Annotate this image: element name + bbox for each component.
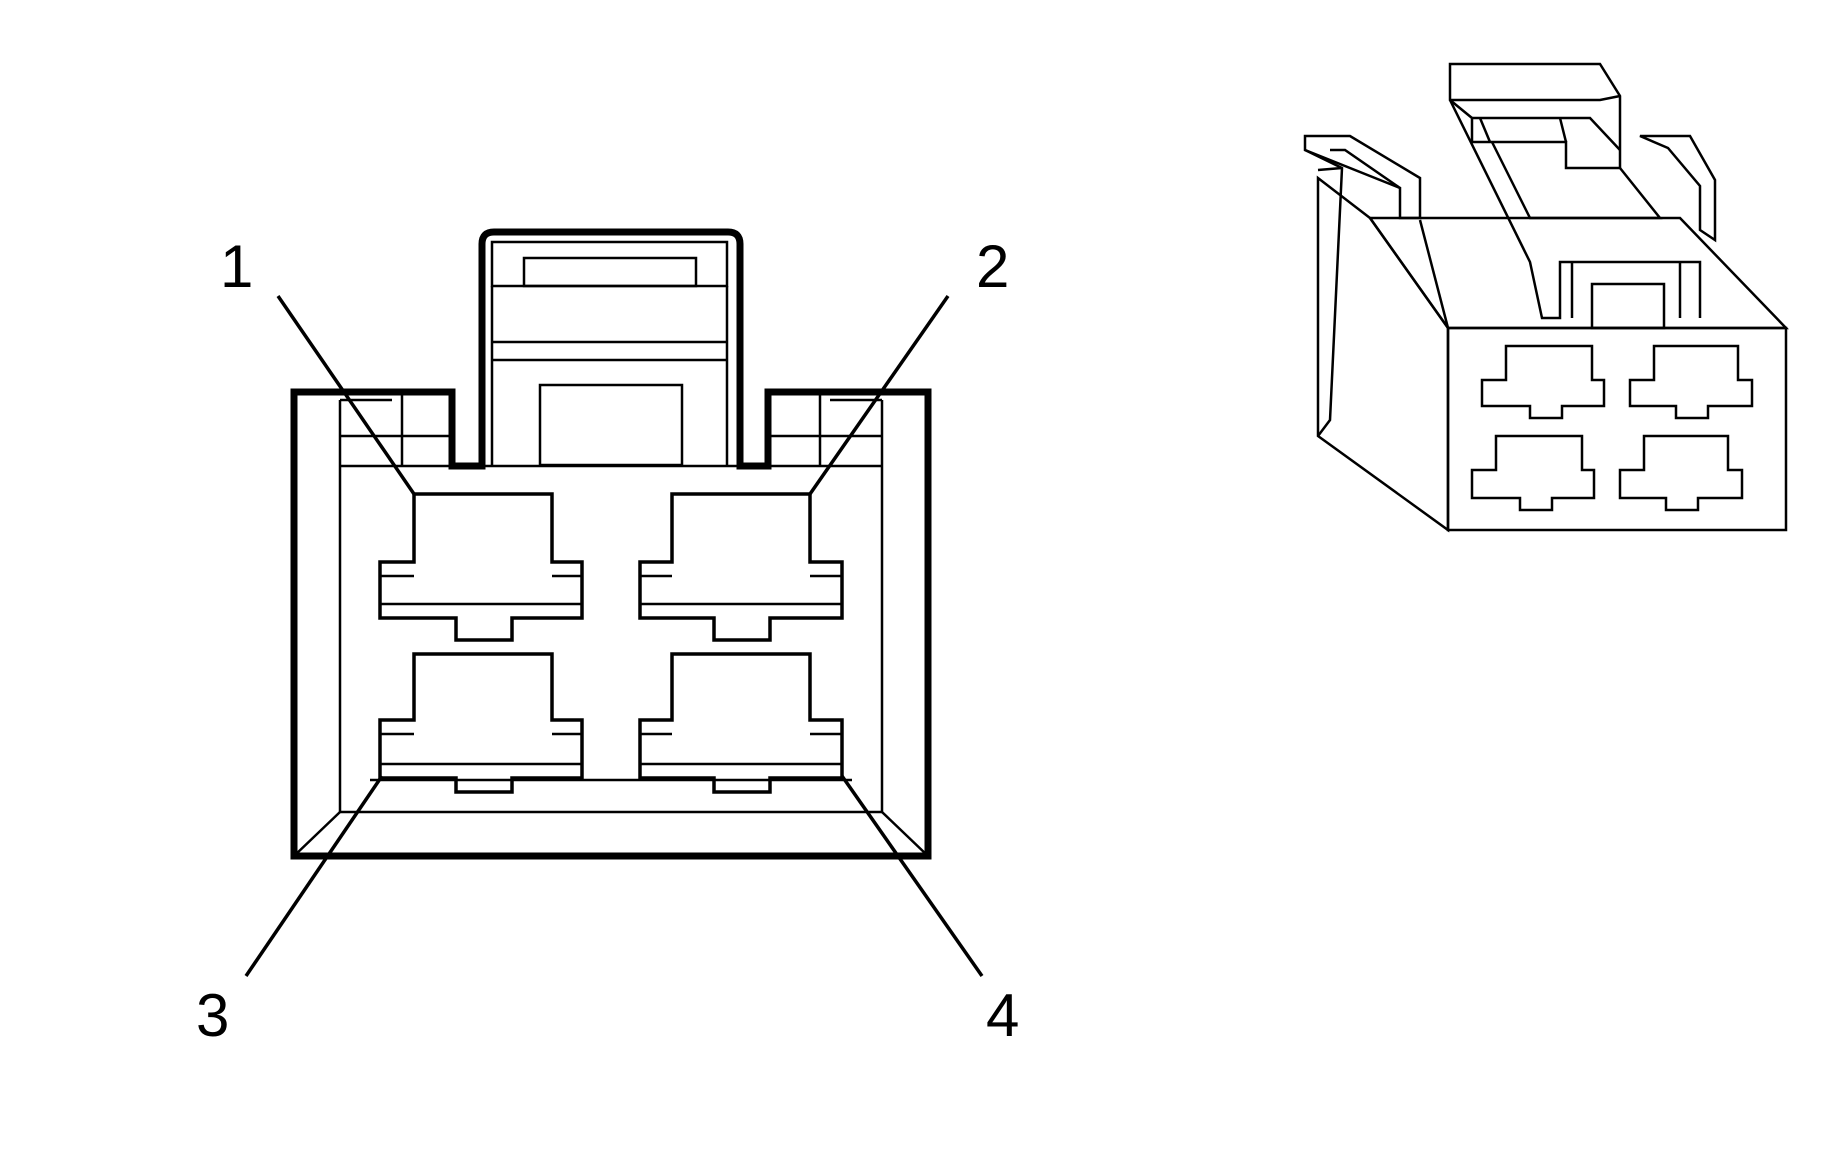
- pin-label-4: 4: [986, 982, 1019, 1049]
- pin-label-2: 2: [976, 233, 1009, 300]
- leader-line-4: [840, 774, 984, 978]
- inner-frame: [293, 392, 929, 857]
- leader-line-2: [808, 294, 950, 496]
- terminal-cavity-2: [638, 492, 844, 642]
- connector-isometric-view: [1303, 62, 1789, 533]
- locking-tab: [490, 240, 729, 467]
- connector-face-view: 1 2 3 4: [196, 228, 1019, 1049]
- pin-label-1: 1: [220, 233, 253, 300]
- terminal-cavity-4: [638, 652, 844, 794]
- housing-outline: [290, 228, 932, 860]
- pin-label-3: 3: [196, 982, 229, 1049]
- leader-line-1: [276, 295, 416, 495]
- terminal-cavity-1: [378, 492, 584, 642]
- terminal-cavity-3: [378, 652, 584, 794]
- leader-line-3: [244, 775, 384, 977]
